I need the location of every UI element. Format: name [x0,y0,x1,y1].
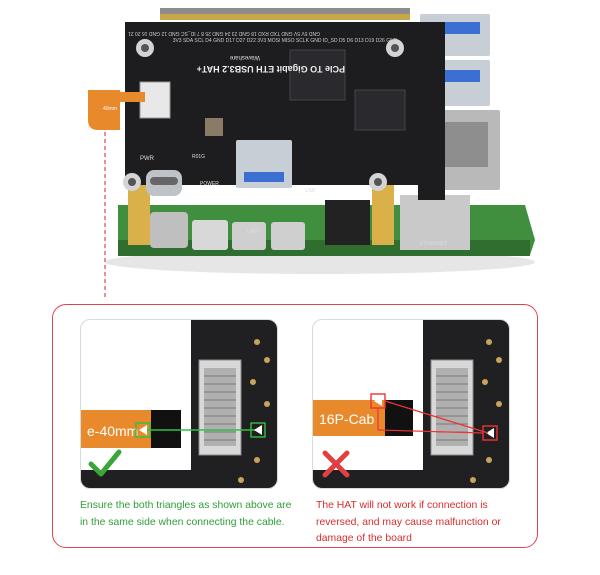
cable-triangle-marker [139,425,147,435]
correct-connection-photo: e-40mm [80,319,278,489]
correct-cable-label: e-40mm [87,423,138,439]
gpio-pin-labels: 3V3 SDA SCL D4 GND D17 D27 D22 3V3 MOSI … [173,38,398,44]
fpc-length-label: 40mm [103,106,117,112]
pwr-label: PWR [140,156,155,162]
brand-label: Waveshare [229,54,260,60]
board-title: PCIe TO Gigabit ETH USB3.2 HAT+ [197,64,345,74]
wrong-connection-caption: The HAT will not work if connection is r… [316,500,501,544]
connector-triangle-marker [254,425,262,435]
cable-triangle-marker [374,396,382,406]
ethernet-label: ETHERNET [420,241,447,247]
product-photo: GND 5V 5V GND TXD RXD 18 GND 23 24 GND 2… [88,8,535,300]
cross-icon [322,450,350,478]
connection-instructions-panel: e-40mm [52,304,538,548]
correct-connection-caption: Ensure the both triangles as shown above… [80,500,292,528]
header-pin-labels: GND 5V 5V GND TXD RXD 18 GND 23 24 GND 2… [128,30,320,36]
power-label: POWER [200,181,219,187]
wrong-connection-photo: 16P-Cab [312,319,510,489]
check-icon [88,449,122,477]
connector-triangle-marker [486,428,494,438]
usb-label: USB [305,188,316,194]
uart-label: UART [247,229,261,235]
board-illustration: GND 5V 5V GND TXD RXD 18 GND 23 24 GND 2… [88,8,535,300]
wrong-cable-label: 16P-Cab [319,411,374,427]
regulator-label: R01G [192,154,205,160]
